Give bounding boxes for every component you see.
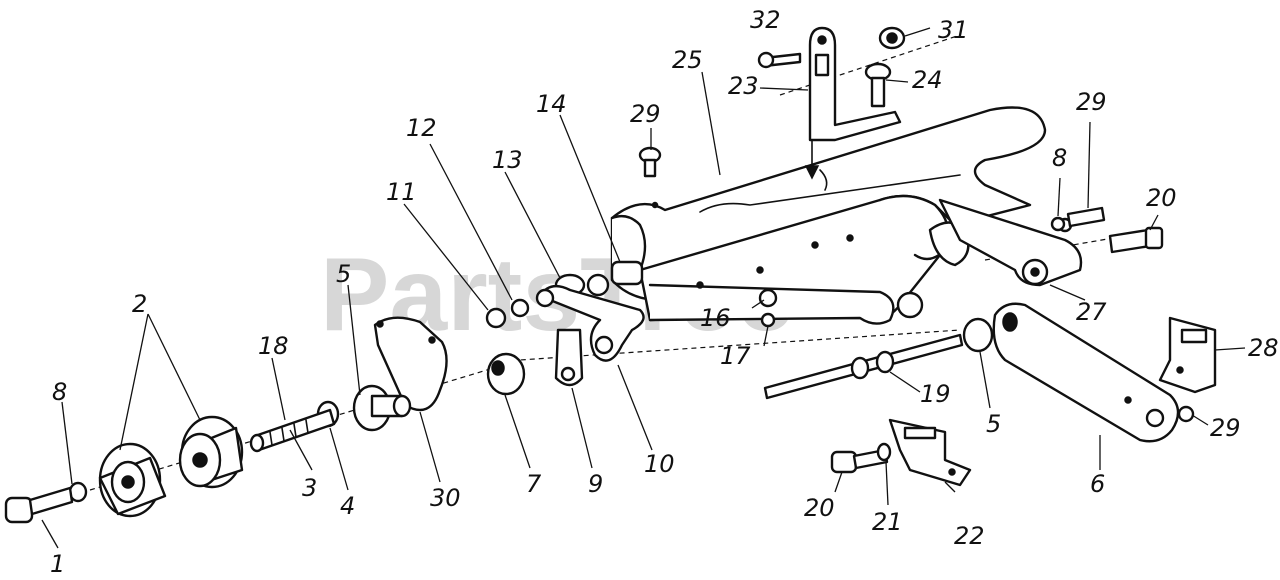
callout-20-lower: 20 <box>804 494 835 522</box>
part-31-clip <box>878 26 906 50</box>
callout-3: 3 <box>302 474 317 502</box>
callout-11: 11 <box>386 178 417 206</box>
part-8-washer-right <box>1050 216 1066 232</box>
callout-2: 2 <box>132 290 147 318</box>
callout-5-right: 5 <box>986 410 1001 438</box>
leader-lines <box>41 27 1246 549</box>
callout-27: 27 <box>1076 298 1107 326</box>
callout-20-right: 20 <box>1146 184 1177 212</box>
callout-14: 14 <box>536 90 567 118</box>
part-1-bolt <box>4 486 74 524</box>
callout-28: 28 <box>1248 334 1279 362</box>
callout-5-left: 5 <box>336 260 351 288</box>
part-2-knob-front <box>98 442 167 518</box>
part-2-knob-rear <box>178 415 244 489</box>
callout-9: 9 <box>588 470 603 498</box>
part-10-lever <box>535 284 645 362</box>
callout-22: 22 <box>954 522 985 550</box>
part-6-arm <box>992 302 1180 443</box>
part-11-nut <box>485 307 507 329</box>
callout-29-top: 29 <box>630 100 661 128</box>
callout-16: 16 <box>700 304 731 332</box>
callout-8-right: 8 <box>1052 144 1067 172</box>
callout-1: 1 <box>50 550 65 578</box>
part-23-upright-bracket <box>804 26 902 191</box>
callout-17: 17 <box>720 342 751 370</box>
callout-25: 25 <box>672 46 703 74</box>
part-29-screw-right <box>1066 206 1106 228</box>
callout-29-lower: 29 <box>1210 414 1241 442</box>
part-5-collar-left <box>352 384 412 432</box>
part-16-nut <box>758 288 778 308</box>
callout-10: 10 <box>644 450 675 478</box>
callout-30: 30 <box>430 484 461 512</box>
callout-24: 24 <box>912 66 943 94</box>
callout-32: 32 <box>750 6 781 34</box>
part-29-screw-top <box>638 146 662 178</box>
part-27-bracket <box>938 198 1083 287</box>
part-19-rod <box>763 333 964 400</box>
callout-21: 21 <box>872 508 903 536</box>
part-28-bracket <box>1158 316 1217 394</box>
part-22-bracket <box>888 418 972 487</box>
part-20-bolt-right <box>1108 226 1164 254</box>
part-9-link <box>554 328 584 387</box>
part-5-collar-right <box>962 317 994 353</box>
part-18-threaded-shaft <box>249 408 336 453</box>
part-32-screw <box>757 51 802 69</box>
callout-4: 4 <box>340 492 355 520</box>
callout-31: 31 <box>938 16 969 44</box>
callout-19: 19 <box>920 380 951 408</box>
callout-13: 13 <box>492 146 523 174</box>
callout-7: 7 <box>526 470 542 498</box>
part-21-washer <box>876 442 892 462</box>
callout-12: 12 <box>406 114 437 142</box>
callout-labels: 1 8 2 3 4 18 5 30 7 9 10 11 12 13 14 29 … <box>50 6 1279 578</box>
part-12-washer <box>510 298 530 318</box>
callout-6: 6 <box>1090 470 1105 498</box>
callout-29-right: 29 <box>1076 88 1107 116</box>
callout-23: 23 <box>728 72 759 100</box>
part-29-screw-lower <box>1177 405 1195 423</box>
callout-8-left: 8 <box>52 378 67 406</box>
part-24-pin <box>864 62 892 108</box>
part-30-plate <box>373 316 448 412</box>
part-7-bushing <box>486 352 526 396</box>
part-17-washer <box>760 312 776 328</box>
callout-18: 18 <box>258 332 289 360</box>
part-14-bushing <box>610 260 644 286</box>
